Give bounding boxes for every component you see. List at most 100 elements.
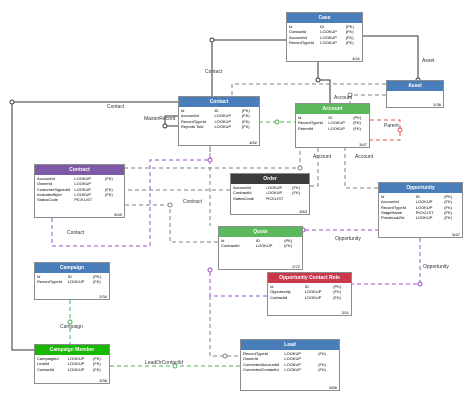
field-name: RecordTypeId bbox=[243, 351, 268, 356]
field-type: LOOKUP bbox=[74, 191, 92, 197]
field-type: LOOKUP bbox=[67, 366, 85, 372]
field-type: LOOKUP bbox=[304, 289, 322, 295]
edge-contact-campaign-member bbox=[11, 101, 178, 351]
field-name: StatusCode bbox=[233, 195, 254, 201]
entity-title: Campaign Member bbox=[35, 345, 109, 355]
field-type: LOOKUP bbox=[67, 361, 85, 367]
field-key: (FK) bbox=[444, 199, 452, 205]
field-type: PICKLIST bbox=[74, 197, 93, 203]
field-key: (FK) bbox=[241, 113, 250, 119]
edge-end-marker bbox=[9, 99, 15, 105]
edge-end-marker bbox=[417, 281, 423, 287]
field-type: LOOKUP bbox=[415, 199, 433, 205]
edge-label-opportunity-quote: Opportunity bbox=[335, 236, 361, 242]
entity-title: Asset bbox=[387, 81, 443, 91]
field-key: (FK) bbox=[92, 361, 101, 367]
edge-case-account bbox=[317, 61, 331, 103]
field-name: AccountId bbox=[289, 34, 307, 40]
field-key: (PK) bbox=[353, 115, 362, 120]
field-key: (FK) bbox=[318, 366, 326, 372]
field-type: ID bbox=[255, 238, 260, 243]
field-type: LOOKUP bbox=[415, 215, 433, 221]
field-key: (FK) bbox=[92, 366, 101, 372]
field-type: LOOKUP bbox=[265, 185, 283, 190]
edge-asset-account bbox=[349, 94, 386, 103]
edge-label-account-top: Account bbox=[334, 95, 353, 101]
field-name: RecordTypeId bbox=[298, 120, 323, 126]
entity-field-count: 3/11 bbox=[341, 310, 350, 315]
field-key: (FK) bbox=[353, 120, 361, 126]
entity-field-row: ContractId LOOKUP (FK) bbox=[233, 190, 307, 195]
field-name: Id bbox=[381, 194, 385, 199]
entity-field-count: 5/66 bbox=[329, 385, 337, 390]
edge-label-master-record: MasterRecord bbox=[144, 116, 176, 122]
field-type: LOOKUP bbox=[265, 190, 283, 196]
field-name: OwnerId bbox=[243, 356, 259, 362]
field-type: LOOKUP bbox=[74, 186, 92, 192]
entity-title: Lead bbox=[241, 340, 339, 350]
edge-case-contact bbox=[211, 39, 286, 96]
field-key: (PK) bbox=[284, 238, 293, 243]
edge-label-contract: Contract bbox=[183, 199, 203, 205]
edge-end-marker bbox=[67, 319, 73, 325]
entity-title: Contact bbox=[179, 97, 259, 107]
entity-field-count: 3/36 bbox=[99, 378, 107, 383]
field-type: ID bbox=[304, 284, 309, 289]
field-type: LOOKUP bbox=[320, 29, 337, 35]
entity-field-count: 5/47 bbox=[452, 232, 460, 237]
entity-field-count: 4/41 bbox=[352, 56, 360, 61]
edge-label-opportunity-ocr: Opportunity bbox=[423, 264, 449, 270]
field-key: (PK) bbox=[241, 108, 250, 113]
field-name: Id bbox=[181, 108, 185, 113]
field-name: ContactId bbox=[289, 29, 307, 35]
field-name: ContractId bbox=[233, 190, 252, 196]
field-key: (FK) bbox=[292, 190, 300, 196]
field-type: LOOKUP bbox=[74, 181, 92, 187]
field-type: LOOKUP bbox=[74, 176, 92, 181]
field-name: ActivatedById bbox=[37, 191, 62, 197]
field-key bbox=[292, 196, 307, 201]
field-name: AccountId bbox=[381, 199, 399, 205]
field-name: RecordTypeId bbox=[181, 118, 206, 124]
edge-label-account-mid: Account bbox=[313, 154, 332, 160]
field-type: ID bbox=[214, 108, 219, 113]
edge-end-marker bbox=[397, 127, 403, 133]
field-name: Reports Told bbox=[181, 123, 204, 129]
edge-label-account-right: Account bbox=[355, 154, 374, 160]
edge-end-marker bbox=[274, 119, 280, 125]
field-key: (FK) bbox=[241, 123, 250, 129]
field-name: RecordTypeId bbox=[289, 39, 314, 45]
field-key: (FK) bbox=[92, 356, 101, 361]
field-type: LOOKUP bbox=[304, 294, 322, 300]
field-name: Opportunity bbox=[270, 289, 291, 295]
field-key: (FK) bbox=[104, 191, 113, 197]
